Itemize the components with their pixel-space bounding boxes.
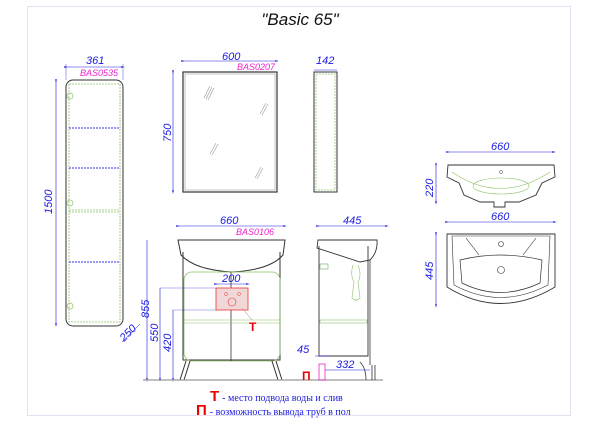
- tall-cabinet-height: 1500: [43, 189, 55, 214]
- legend-item-water-inlet: Т- место подвода воды и слив: [210, 388, 343, 405]
- tall-cabinet-width: 361: [86, 55, 104, 67]
- leg-offset: 45: [297, 344, 310, 356]
- pipe-offset: 332: [336, 359, 354, 371]
- vanity-width: 660: [220, 215, 239, 227]
- washbasin-top-depth: 445: [424, 261, 436, 280]
- mirror-code: BAS0207: [237, 62, 276, 72]
- washbasin-top-width: 660: [491, 211, 510, 223]
- mirror-view: 600 BAS0207 750 142: [162, 51, 338, 194]
- vanity-side-view: 445 45 332 П: [297, 215, 389, 383]
- legend-text-t: - место подвода воды и слив: [222, 393, 343, 404]
- tall-cabinet-view: 361 BAS0535 1500 250: [43, 55, 141, 345]
- vanity-side-depth: 445: [343, 215, 362, 227]
- tall-cabinet-code: BAS0535: [80, 68, 119, 78]
- vanity-height: 855: [140, 299, 152, 318]
- mirror-depth: 142: [316, 55, 334, 67]
- mirror-height: 750: [162, 123, 174, 142]
- washbasin-front-view: 660 220: [424, 141, 556, 208]
- water-inlet-mark: Т: [249, 320, 257, 334]
- drawing-frame: [27, 6, 571, 416]
- washbasin-front-width: 660: [491, 141, 510, 153]
- legend-mark-p: П: [196, 402, 207, 419]
- inlet-bottom-height: 420: [162, 333, 174, 352]
- inlet-width: 200: [221, 273, 241, 285]
- legend-mark-t: Т: [210, 388, 220, 405]
- inlet-top-height: 550: [149, 323, 161, 342]
- vanity-front-view: Т 660 BAS0106 200 855 550 420: [140, 215, 287, 382]
- drawing-title: "Basic 65": [261, 10, 339, 29]
- tall-cabinet-depth: 250: [117, 322, 140, 345]
- floor-pipe-mark: П: [302, 369, 311, 383]
- washbasin-top-view: 660 445: [424, 211, 557, 308]
- legend-item-floor-pipe: П- возможность вывода труб в пол: [196, 402, 351, 419]
- mirror-width: 600: [222, 51, 241, 63]
- washbasin-front-height: 220: [424, 178, 436, 198]
- vanity-code: BAS0106: [236, 227, 274, 237]
- legend-text-p: - возможность вывода труб в пол: [209, 407, 351, 418]
